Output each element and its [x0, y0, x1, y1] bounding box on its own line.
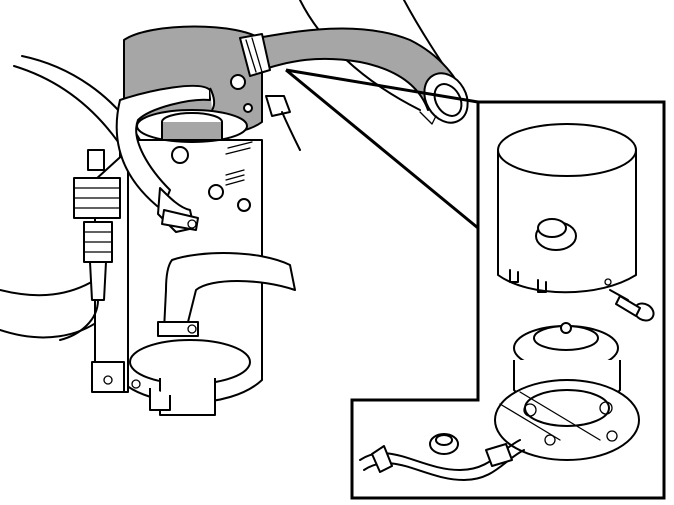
left-hose — [115, 84, 216, 233]
hose-clamp-icon — [239, 33, 271, 77]
burner-base — [494, 360, 640, 461]
top-hose — [239, 27, 469, 125]
detail-leader-lines — [285, 68, 479, 230]
gasket-icon — [513, 322, 619, 371]
hose-clamp-icon — [157, 321, 199, 337]
magnified-detail — [350, 100, 666, 500]
electrical-connector-icon — [359, 433, 525, 481]
fuel-filter — [59, 149, 121, 341]
screw-icon — [609, 289, 655, 322]
hose-clamp-icon — [161, 209, 199, 231]
burner-housing-cover — [497, 123, 637, 294]
lower-hose — [157, 252, 296, 337]
small-connector — [265, 95, 301, 151]
